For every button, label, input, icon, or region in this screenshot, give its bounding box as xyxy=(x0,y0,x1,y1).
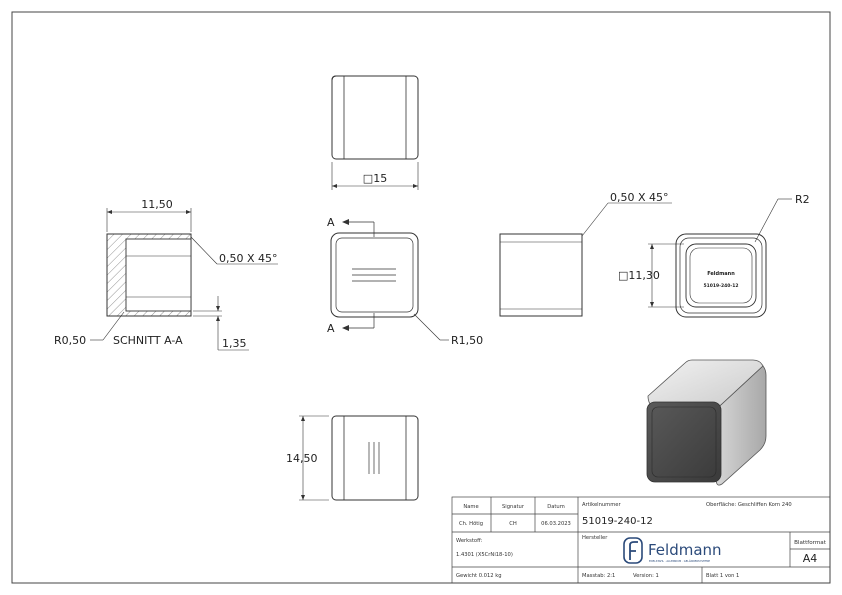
brand-name: Feldmann xyxy=(648,541,722,559)
front-view: A A R1,50 xyxy=(327,216,483,347)
back-radius-dim: R2 xyxy=(795,193,810,206)
tb-werkstoff-value: 1.4301 (X5CrNi18-10) xyxy=(456,552,513,558)
sheet-border xyxy=(11,11,831,584)
side-chamfer-dim: 0,50 X 45° xyxy=(610,191,669,204)
tb-name-value: Ch. Hötig xyxy=(459,521,483,527)
tb-hersteller-label: Hersteller xyxy=(582,535,608,541)
tb-datum-header: Datum xyxy=(547,504,565,510)
isometric-render xyxy=(646,359,767,486)
cut-label-top: A xyxy=(327,216,335,229)
brand-tagline: EDELSTAHL · ALUMINIUM · GELÄNDERSYSTEME xyxy=(649,558,710,563)
tb-blatt: Blatt 1 von 1 xyxy=(706,573,739,579)
section-thickness-dim: 1,35 xyxy=(222,337,247,350)
tb-gewicht: Gewicht 0.012 kg xyxy=(456,573,502,579)
front-radius-dim: R1,50 xyxy=(451,334,483,347)
back-view: Feldmann 51019-240-12 R2 □11,30 xyxy=(618,193,810,318)
section-view: 11,50 0,50 X 45° R0,50 SCHNITT A-A 1,35 xyxy=(54,198,278,351)
tb-werkstoff-label: Werkstoff: xyxy=(456,538,483,544)
tb-datum-value: 06.03.2023 xyxy=(541,521,571,527)
bottom-view: 14,50 xyxy=(286,415,419,501)
back-size-dim: □11,30 xyxy=(618,269,660,282)
side-view: 0,50 X 45° xyxy=(499,191,672,317)
tb-artikel-value: 51019-240-12 xyxy=(582,516,653,527)
tb-oberflaeche: Oberfläche: Geschliffen Korn 240 xyxy=(706,502,792,508)
section-label: SCHNITT A-A xyxy=(113,334,183,347)
bottom-height-dim: 14,50 xyxy=(286,452,318,465)
title-block xyxy=(451,496,831,584)
section-chamfer-dim: 0,50 X 45° xyxy=(219,252,278,265)
section-radius-dim: R0,50 xyxy=(54,334,86,347)
top-view: □15 xyxy=(331,75,419,190)
tb-massstab: Masstab: 2:1 xyxy=(582,573,615,579)
tb-blattformat-value: A4 xyxy=(803,552,818,565)
tb-signatur-value: CH xyxy=(509,521,517,527)
section-width-dim: 11,50 xyxy=(141,198,173,211)
back-logo: Feldmann xyxy=(707,271,735,277)
tb-signatur-header: Signatur xyxy=(502,504,525,510)
top-dim: □15 xyxy=(363,172,387,185)
back-part: 51019-240-12 xyxy=(703,283,738,289)
tb-name-header: Name xyxy=(463,504,478,510)
tb-version: Version: 1 xyxy=(633,573,659,579)
feldmann-logo: Feldmann EDELSTAHL · ALUMINIUM · GELÄNDE… xyxy=(623,537,722,564)
cut-label-bottom: A xyxy=(327,322,335,335)
tb-blattformat-label: Blattformat xyxy=(794,540,827,546)
tb-artikel-label: Artikelnummer xyxy=(582,502,621,508)
